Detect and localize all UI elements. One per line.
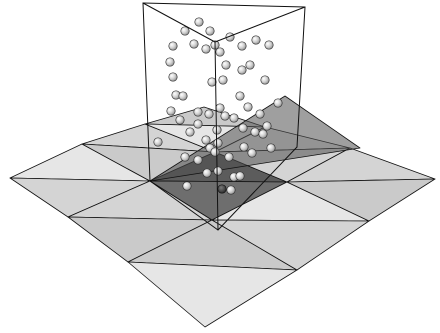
particle	[213, 166, 223, 176]
particle	[212, 125, 222, 135]
prism-vertical-edge	[296, 6, 306, 148]
particle	[255, 109, 265, 119]
particle	[153, 137, 163, 147]
prism-bottom-edge	[217, 146, 298, 231]
particle	[235, 91, 245, 101]
particle	[205, 26, 215, 36]
floor-triangle	[127, 261, 298, 328]
particle	[180, 26, 190, 36]
particle	[245, 60, 255, 70]
prism-top-edge	[142, 2, 216, 43]
particle	[189, 39, 199, 49]
prism-vertical-edge	[214, 41, 219, 231]
prism-back-edges	[142, 2, 306, 8]
floor-triangle	[286, 178, 436, 222]
triangulated-floor	[9, 95, 436, 328]
prism-top-edge	[142, 2, 306, 8]
particle	[238, 123, 248, 133]
particle	[224, 152, 234, 162]
particle	[168, 41, 178, 51]
particle-cloud	[153, 17, 283, 195]
particle	[201, 44, 211, 54]
particle	[250, 127, 260, 137]
particle	[213, 138, 223, 148]
particle	[264, 40, 274, 50]
particle	[202, 168, 212, 178]
particle	[251, 35, 261, 45]
particle	[201, 135, 211, 145]
particle	[258, 129, 268, 139]
particle	[237, 41, 247, 51]
particle	[207, 77, 217, 87]
particle	[260, 75, 270, 85]
particle	[166, 106, 176, 116]
particle-dark	[217, 184, 227, 194]
particle	[262, 121, 272, 131]
particle	[218, 75, 228, 85]
particle	[221, 60, 231, 70]
particle	[243, 102, 253, 112]
particle	[235, 171, 245, 181]
particle	[247, 148, 257, 158]
particle	[226, 185, 236, 195]
particle	[194, 17, 204, 27]
particle	[273, 98, 283, 108]
particle	[229, 113, 239, 123]
particle	[266, 143, 276, 153]
prism-vertical-edge	[142, 2, 151, 182]
particle	[239, 142, 249, 152]
prism-top-edge	[214, 6, 306, 43]
prism-bottom-edge	[149, 180, 219, 231]
particle	[193, 119, 203, 129]
particle	[193, 107, 203, 117]
particle	[210, 147, 220, 157]
particle	[178, 91, 188, 101]
particle	[165, 57, 175, 67]
particle	[215, 103, 225, 113]
floor-triangle	[211, 219, 370, 271]
prism-front-edges	[142, 2, 306, 231]
particle	[185, 127, 195, 137]
particle	[168, 72, 178, 82]
particle	[215, 47, 225, 57]
particle	[204, 109, 214, 119]
particle	[180, 152, 190, 162]
particle	[193, 155, 203, 165]
particle	[182, 181, 192, 191]
particle	[237, 65, 247, 75]
particle	[175, 115, 185, 125]
particle	[220, 111, 230, 121]
